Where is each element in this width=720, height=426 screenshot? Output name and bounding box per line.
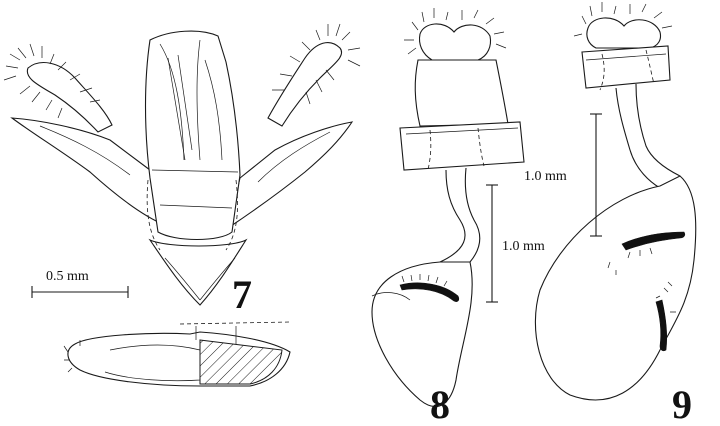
scale-label-fig8: 1.0 mm: [502, 239, 545, 254]
right-valva: [227, 121, 354, 230]
figure-number-7: 7: [232, 272, 252, 317]
figure-8-female-genitalia: 1.0 mm 8: [371, 8, 545, 426]
signum-9-lower: [655, 299, 668, 352]
signum-9-upper: [621, 231, 686, 251]
left-setose-process: [3, 43, 113, 133]
right-setose-process: [267, 23, 361, 127]
figure-number-8: 8: [430, 382, 450, 426]
scale-bar-0-5mm: 0.5 mm: [31, 269, 129, 298]
papillae-anales-8: [418, 23, 492, 61]
tegumen: [144, 30, 241, 240]
scale-bar-1-0mm-fig8: 1.0 mm: [486, 184, 545, 303]
sterigma-9: [581, 45, 671, 89]
sterigma-8: [399, 121, 525, 171]
corpus-bursae-9: [534, 175, 697, 401]
scale-bar-1-0mm-fig9: 1.0 mm: [524, 113, 602, 237]
left-valva: [10, 117, 166, 226]
scale-label-fig9: 1.0 mm: [524, 169, 567, 184]
papillae-anales-9: [586, 17, 662, 49]
figure-9-female-genitalia: 1.0 mm 9: [524, 2, 697, 426]
figure-number-9: 9: [672, 382, 692, 426]
scale-label-0-5mm: 0.5 mm: [46, 269, 89, 284]
saccus: [148, 238, 248, 306]
signum-8: [399, 282, 460, 302]
aedeagus: [63, 321, 291, 387]
figure-7-male-genitalia: 0.5 mm 7: [3, 23, 361, 387]
corpus-bursae-8: [371, 261, 473, 407]
segment-viii-8: [414, 59, 509, 127]
